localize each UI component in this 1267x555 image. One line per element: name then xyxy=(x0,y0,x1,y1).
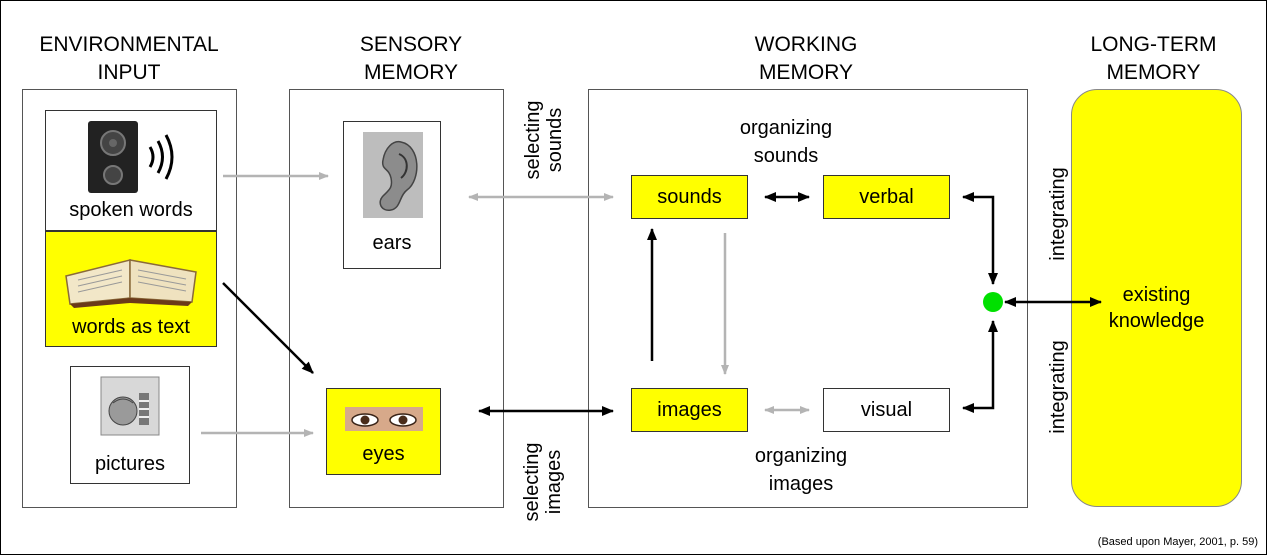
heading-long-term-memory: LONG-TERM MEMORY xyxy=(1090,33,1217,84)
spoken-words-box: spoken words xyxy=(45,110,217,231)
eyes-icon xyxy=(345,407,423,431)
credit-text: (Based upon Mayer, 2001, p. 59) xyxy=(1097,536,1258,548)
pictures-box: pictures xyxy=(70,366,190,484)
verbal-box: verbal xyxy=(823,175,950,219)
eyes-box: eyes xyxy=(326,388,441,475)
organizing-images-label: organizing images xyxy=(754,445,848,495)
organizing-sounds-label: organizing sounds xyxy=(739,117,833,167)
sounds-box: sounds xyxy=(631,175,748,219)
integration-node xyxy=(983,292,1003,312)
heading-environmental-input: ENVIRONMENTAL INPUT xyxy=(39,33,219,84)
existing-knowledge-label: existing knowledge xyxy=(1108,284,1205,332)
verbal-label: verbal xyxy=(859,186,914,208)
heading-working-memory: WORKING MEMORY xyxy=(754,33,858,84)
ears-box: ears xyxy=(343,121,441,269)
arrow-verbal-node xyxy=(962,192,998,285)
book-icon xyxy=(65,259,197,308)
eyes-label: eyes xyxy=(362,443,405,465)
heading-sensory-memory: SENSORY MEMORY xyxy=(359,33,463,84)
picture-icon xyxy=(100,376,160,436)
working-memory-panel xyxy=(588,89,1028,508)
words-as-text-box: words as text xyxy=(45,231,217,347)
spoken-words-label: spoken words xyxy=(69,199,193,221)
pictures-label: pictures xyxy=(94,453,166,475)
ears-label: ears xyxy=(372,232,412,254)
visual-label: visual xyxy=(860,399,913,421)
arrow-visual-node xyxy=(962,320,998,413)
words-as-text-label: words as text xyxy=(72,316,190,338)
sounds-label: sounds xyxy=(657,186,722,208)
speaker-icon xyxy=(88,121,174,193)
arrow-text-to-eyes xyxy=(222,282,314,374)
ear-icon xyxy=(363,132,423,218)
images-box: images xyxy=(631,388,748,432)
images-label: images xyxy=(657,399,722,421)
visual-box: visual xyxy=(823,388,950,432)
